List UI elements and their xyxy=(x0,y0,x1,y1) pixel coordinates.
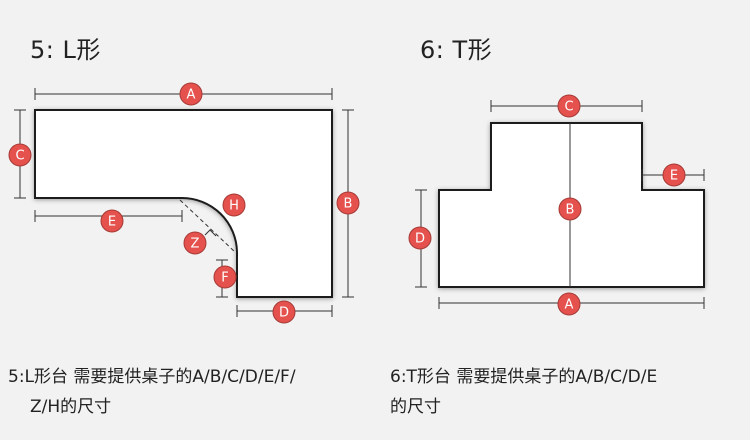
svg-text:H: H xyxy=(229,199,239,214)
t-caption-line-2: 的尺寸 xyxy=(390,397,441,417)
svg-text:E: E xyxy=(670,169,678,184)
l-badge-f: F xyxy=(213,265,237,289)
l-shape-diagram: A C B E H Z F D xyxy=(8,82,360,324)
t-shape-title: 6: T形 xyxy=(420,36,493,64)
l-badge-z: Z xyxy=(183,231,207,255)
svg-text:A: A xyxy=(187,88,196,103)
svg-text:B: B xyxy=(344,197,353,212)
dimension-line-z xyxy=(179,199,236,253)
svg-text:D: D xyxy=(415,232,425,247)
svg-text:A: A xyxy=(565,298,574,313)
t-shape-caption: 6:T形台 需要提供桌子的A/B/C/D/E 的尺寸 xyxy=(390,362,740,422)
l-badge-c: C xyxy=(8,143,32,167)
l-badge-d: D xyxy=(272,300,296,324)
svg-text:D: D xyxy=(279,306,289,321)
svg-text:Z: Z xyxy=(191,237,200,252)
t-badge-c: C xyxy=(557,94,581,118)
t-badge-d: D xyxy=(408,226,432,250)
t-caption-line-1: 6:T形台 需要提供桌子的A/B/C/D/E xyxy=(390,367,658,387)
l-caption-line-1: 5:L形台 需要提供桌子的A/B/C/D/E/F/ xyxy=(8,367,296,387)
svg-text:E: E xyxy=(108,215,116,230)
svg-text:F: F xyxy=(221,271,228,286)
t-shape-diagram: C E B D A xyxy=(408,94,705,316)
svg-text:C: C xyxy=(564,100,573,115)
l-shape-title: 5: L形 xyxy=(30,36,101,64)
l-badge-e: E xyxy=(100,209,124,233)
l-shape-caption: 5:L形台 需要提供桌子的A/B/C/D/E/F/ Z/H的尺寸 xyxy=(8,362,378,422)
t-badge-b: B xyxy=(558,197,582,221)
l-caption-line-2: Z/H的尺寸 xyxy=(30,397,112,417)
svg-text:C: C xyxy=(15,149,24,164)
l-shape-table xyxy=(34,109,333,298)
t-badge-e: E xyxy=(662,163,686,187)
l-badge-h: H xyxy=(222,193,246,217)
svg-text:B: B xyxy=(566,203,575,218)
t-badge-a: A xyxy=(557,292,581,316)
l-badge-b: B xyxy=(336,191,360,215)
l-badge-a: A xyxy=(179,82,203,106)
